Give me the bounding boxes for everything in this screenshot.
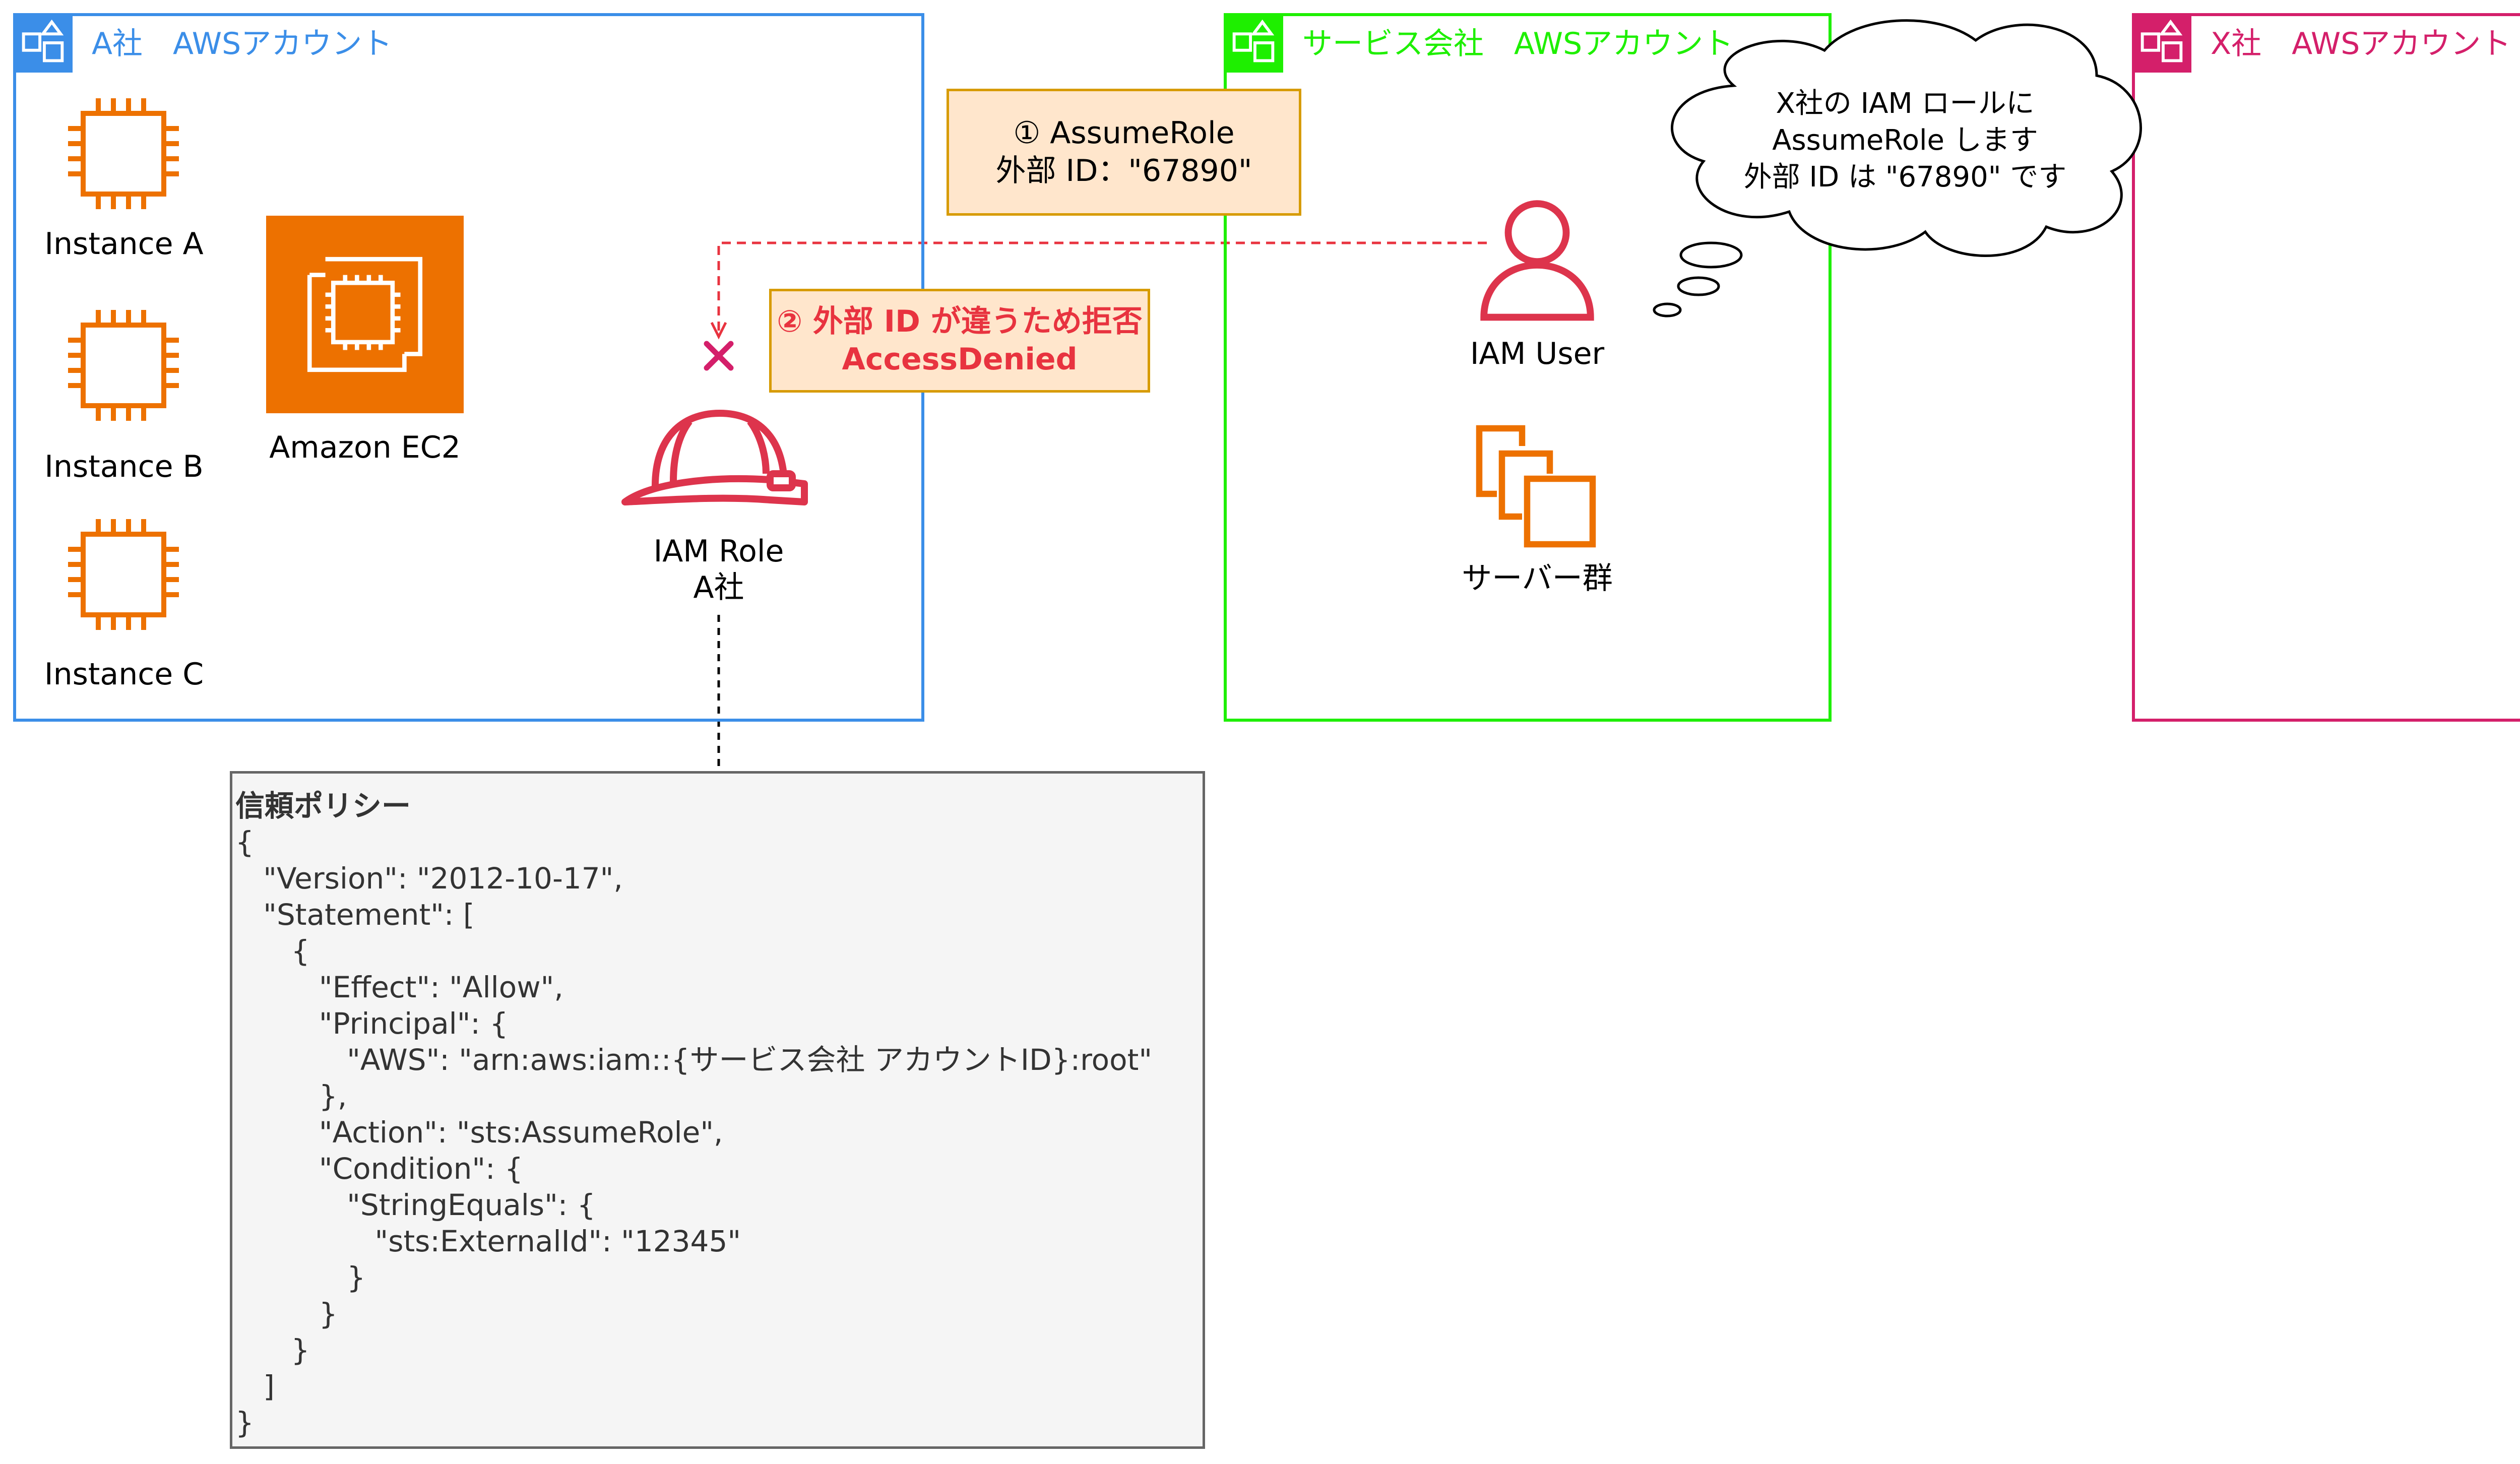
aws-account-group-icon: [13, 13, 73, 73]
account-x-title: X社 AWSアカウント: [2211, 26, 2511, 61]
trust-policy-line: ]: [235, 1369, 275, 1404]
thought-bubble-line1: X社の IAM ロールに: [1776, 87, 2035, 120]
instance-c-label: Instance C: [44, 657, 204, 692]
trust-policy-line: },: [235, 1079, 347, 1113]
assume-role-note-line2: 外部 ID："67890": [995, 153, 1252, 188]
service-account-group: サービス会社 AWSアカウント: [1224, 13, 1832, 722]
amazon-ec2-label: Amazon EC2: [269, 430, 461, 465]
thought-bubble-text: X社の IAM ロールに AssumeRole します 外部 ID は "678…: [1678, 86, 2132, 196]
trust-policy-line: {: [235, 934, 310, 968]
trust-policy-line: }: [235, 1406, 254, 1440]
aws-account-group-icon: [1224, 13, 1283, 73]
trust-policy-line: {: [235, 825, 254, 859]
account-a-title: A社 AWSアカウント: [92, 26, 393, 61]
access-denied-note: ② 外部 ID が違うため拒否 AccessDenied: [769, 289, 1150, 393]
trust-policy-line: "sts:ExternalId": "12345": [235, 1224, 741, 1258]
iam-role-label-line2: A社: [693, 570, 744, 605]
assume-role-note: ① AssumeRole 外部 ID："67890": [947, 89, 1301, 216]
instance-b-label: Instance B: [44, 449, 204, 484]
account-a-group: A社 AWSアカウント: [13, 13, 924, 722]
amazon-ec2-icon: [266, 216, 464, 413]
iam-user-label: IAM User: [1470, 336, 1605, 371]
iam-role-label: IAM Role A社: [654, 533, 784, 606]
account-x-group: X社 AWSアカウント: [2132, 13, 2520, 722]
service-account-title: サービス会社 AWSアカウント: [1302, 26, 1734, 61]
server-group-label: サーバー群: [1462, 561, 1613, 596]
arrow-head: [710, 322, 727, 340]
thought-bubble-cloud: [1653, 19, 2142, 317]
thought-bubble-line3: 外部 ID は "67890" です: [1743, 160, 2067, 194]
ec2-instance-chip-icon: [68, 519, 179, 630]
ec2-instance-chip-icon: [68, 310, 179, 421]
trust-policy-line: "Version": "2012-10-17",: [235, 861, 623, 896]
denied-cross-icon: [704, 341, 734, 371]
aws-account-group-icon: [2132, 13, 2191, 73]
trust-policy-line: }: [235, 1260, 366, 1295]
server-group-icon: [1476, 425, 1596, 548]
access-denied-note-line2: AccessDenied: [842, 342, 1078, 377]
instance-a-label: Instance A: [44, 226, 204, 262]
trust-policy-box: 信頼ポリシー { "Version": "2012-10-17", "State…: [230, 771, 1205, 1449]
access-denied-note-line1: ② 外部 ID が違うため拒否: [777, 304, 1143, 339]
iam-role-label-line1: IAM Role: [653, 534, 784, 569]
trust-policy-line: "StringEquals": {: [235, 1188, 596, 1222]
ec2-instance-chip-icon: [68, 98, 179, 209]
iam-role-hardhat-icon: [621, 410, 808, 505]
trust-policy-line: }: [235, 1297, 338, 1331]
trust-policy-line: "Action": "sts:AssumeRole",: [235, 1115, 723, 1150]
trust-policy-line: "Principal": {: [235, 1006, 509, 1041]
trust-policy-line: "Effect": "Allow",: [235, 970, 563, 1004]
trust-policy-line: }: [235, 1333, 310, 1367]
assume-role-note-line1: ① AssumeRole: [1013, 115, 1235, 151]
trust-policy-title: 信頼ポリシー: [235, 789, 411, 823]
thought-bubble-line2: AssumeRole します: [1772, 123, 2038, 157]
trust-policy-line: "AWS": "arn:aws:iam::{サービス会社 アカウントID}:ro…: [235, 1043, 1153, 1077]
trust-policy-line: "Condition": {: [235, 1152, 523, 1186]
trust-policy-json: { "Version": "2012-10-17", "Statement": …: [235, 824, 1203, 1441]
iam-user-icon: [1480, 200, 1594, 321]
trust-policy-line: "Statement": [: [235, 898, 475, 932]
